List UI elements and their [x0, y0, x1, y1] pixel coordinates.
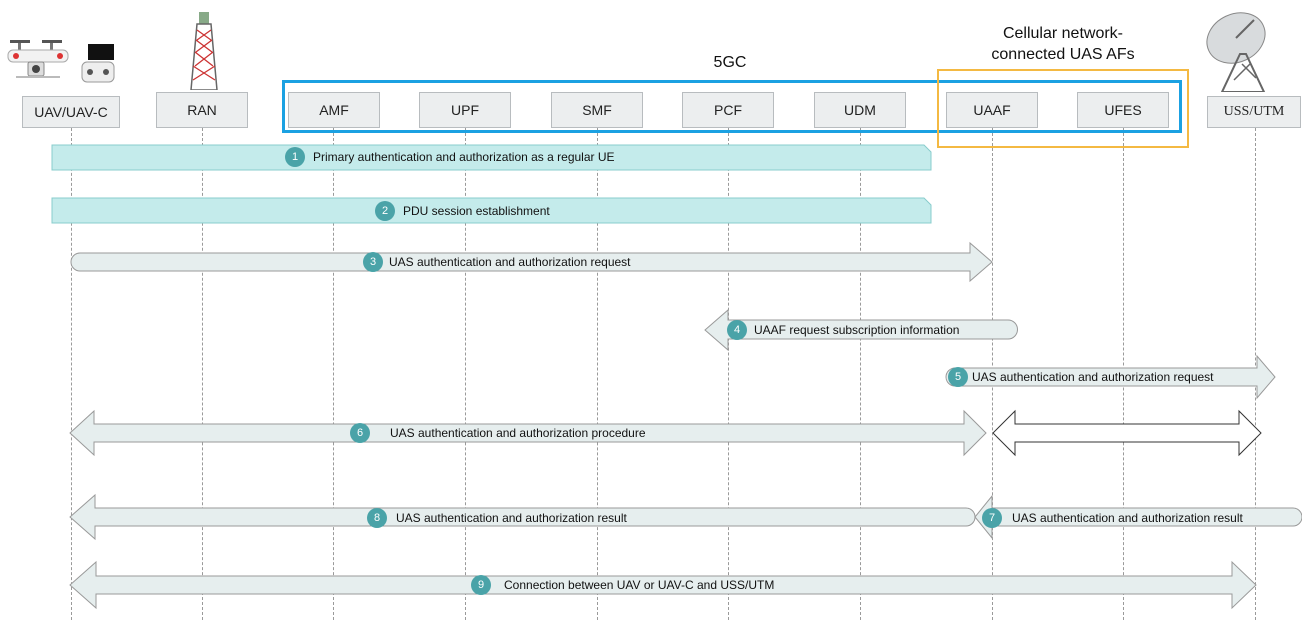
group-5gc-box	[282, 80, 1182, 133]
step-badge-4: 4	[727, 320, 747, 340]
node-smf: SMF	[551, 92, 643, 128]
node-upf: UPF	[419, 92, 511, 128]
msg-9-label: Connection between UAV or UAV-C and USS/…	[504, 578, 775, 592]
lifeline-uav	[71, 128, 72, 620]
lifeline-ran	[202, 128, 203, 620]
msg-2-label: PDU session establishment	[403, 204, 550, 218]
step-badge-9: 9	[471, 575, 491, 595]
step-badge-3: 3	[363, 252, 383, 272]
node-udm: UDM	[814, 92, 906, 128]
step-badge-1: 1	[285, 147, 305, 167]
lifeline-amf	[333, 128, 334, 620]
drone-icon	[7, 40, 115, 83]
msg-7-label: UAS authentication and authorization res…	[1012, 511, 1243, 525]
msg-3-shape	[70, 241, 993, 283]
msg-8-label: UAS authentication and authorization res…	[396, 511, 627, 525]
node-uaaf: UAAF	[946, 92, 1038, 128]
group-uas-afs-box	[937, 69, 1189, 148]
node-amf: AMF	[288, 92, 380, 128]
node-pcf: PCF	[682, 92, 774, 128]
node-uav: UAV/UAV-C	[22, 96, 120, 128]
step-badge-2: 2	[375, 201, 395, 221]
group-uas-afs-label-line1: Cellular network-	[1002, 25, 1124, 42]
group-5gc-label: 5GC	[713, 54, 747, 71]
lifeline-pcf	[728, 128, 729, 620]
msg-6b-shape	[992, 409, 1262, 457]
msg-2-shape	[51, 197, 932, 224]
msg-6-shape	[69, 409, 987, 457]
step-badge-8: 8	[367, 508, 387, 528]
msg-1-label: Primary authentication and authorization…	[313, 150, 615, 164]
msg-8-shape	[69, 493, 976, 541]
msg-9-shape	[69, 560, 1257, 610]
group-uas-afs-label-line2: connected UAS AFs	[991, 46, 1135, 63]
lifeline-upf	[465, 128, 466, 620]
node-uss: USS/UTM	[1207, 96, 1301, 128]
msg-3-label: UAS authentication and authorization req…	[389, 255, 631, 269]
msg-1-shape	[51, 144, 932, 171]
node-ran: RAN	[156, 92, 248, 128]
msg-6-label: UAS authentication and authorization pro…	[390, 426, 646, 440]
step-badge-5: 5	[948, 367, 968, 387]
satellite-dish-icon	[1206, 12, 1266, 92]
lifeline-udm	[860, 128, 861, 620]
msg-4-shape	[704, 308, 1018, 352]
node-ufes: UFES	[1077, 92, 1169, 128]
msg-7-shape	[974, 494, 1302, 540]
step-badge-7: 7	[982, 508, 1002, 528]
msg-4-label: UAAF request subscription information	[754, 323, 960, 337]
step-badge-6: 6	[350, 423, 370, 443]
msg-5-label: UAS authentication and authorization req…	[972, 370, 1214, 384]
cell-tower-icon	[190, 12, 218, 90]
lifeline-smf	[597, 128, 598, 620]
